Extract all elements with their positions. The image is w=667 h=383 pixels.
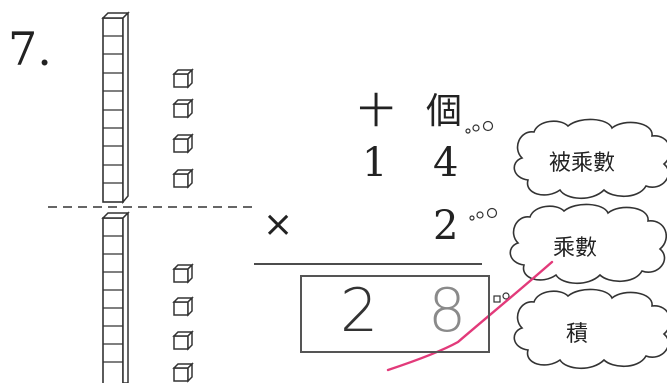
question-number: 7. [8,22,52,76]
multiplier-ones-digit: 2 [433,203,459,249]
multiplicand-tens-digit: 1 [362,140,388,186]
unit-cube-icon [173,331,193,350]
answer-ones-digit: 8 [428,276,467,346]
unit-cube-icon [173,297,193,316]
multiplicand-ones-digit: 4 [433,140,459,186]
unit-cube-icon [173,264,193,283]
multiply-sign: × [263,204,294,245]
multiplicand-label: 被乘數 [549,151,616,176]
answer-tens-digit: 2 [340,276,379,346]
answer-box [300,275,490,353]
unit-cube-icon [173,363,193,382]
multiplier-label: 乘數 [553,236,598,261]
product-label: 積 [566,322,589,347]
lower-tens-rod-icon [101,211,130,383]
thought-cloud-icon [513,288,667,370]
unit-cube-icon [173,134,193,153]
unit-cube-icon [173,169,193,188]
tens-header: 十 [358,91,395,132]
ones-header: 個 [426,91,463,132]
thought-dots [465,120,510,303]
unit-cube-icon [173,69,193,88]
unit-cube-icon [173,99,193,118]
upper-tens-rod-icon [101,11,130,205]
check-mark-icon [386,260,554,372]
